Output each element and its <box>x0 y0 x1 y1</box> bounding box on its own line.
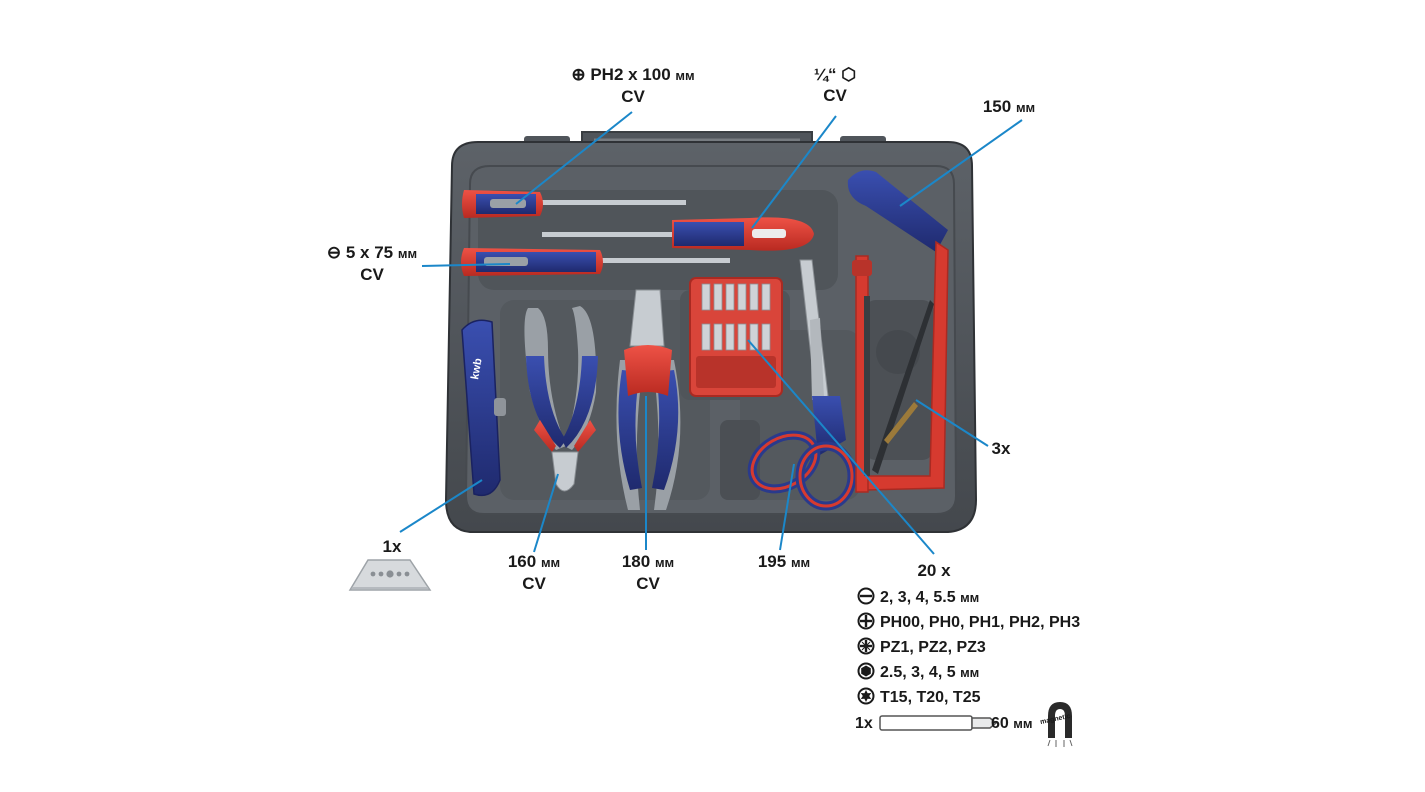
pliers180-material-text: CV <box>636 574 660 593</box>
bit-holder-length-text: 60 <box>991 715 1009 732</box>
callout-pliers-180: 180 мм CV <box>608 551 688 594</box>
bit-holder <box>879 715 998 731</box>
blades-count-text: 3x <box>991 439 1011 458</box>
saw-unit-text: мм <box>1015 100 1036 115</box>
pozidriv-icon <box>857 637 875 655</box>
slot-unit-text: мм <box>397 246 418 261</box>
bit-spec-phillips: PH00, PH0, PH1, PH2, PH3 <box>857 612 1080 633</box>
pliers160-material-text: CV <box>522 574 546 593</box>
screwdriver-hex <box>542 217 814 251</box>
ph2-unit-text: мм <box>675 68 695 83</box>
bit-spec-slotted-unit: мм <box>960 590 980 605</box>
torx-icon <box>857 687 875 705</box>
spare-knife-blade <box>348 559 432 591</box>
hex-material-text: CV <box>823 86 847 105</box>
callout-hex-screwdriver: ¼“ ⬡ CV <box>800 64 870 106</box>
bits-count-text: 20 x <box>917 561 951 580</box>
scissors <box>747 259 857 511</box>
bit-spec-phillips-text: PH00, PH0, PH1, PH2, PH3 <box>880 614 1081 631</box>
callout-bits: 20 x <box>904 560 964 581</box>
slot-size-text: 5 x 75 <box>345 243 394 262</box>
bit-box <box>689 277 783 397</box>
bit-holder-length: 60 мм <box>991 714 1032 734</box>
hex-size-text: ¼“ <box>813 65 837 84</box>
bit-holder-count: 1x <box>855 714 873 734</box>
callout-lines <box>399 111 1023 555</box>
slot-material-text: CV <box>360 265 384 284</box>
callout-hacksaw: 150 мм <box>974 96 1044 118</box>
pliers180-unit-text: мм <box>654 555 675 570</box>
bit-spec-slotted: 2, 3, 4, 5.5 мм <box>857 587 979 608</box>
svg-text:kwb: kwb <box>469 357 485 380</box>
ph2-material-text: CV <box>621 87 645 106</box>
callout-slotted-screwdriver: ⊖ 5 x 75 мм CV <box>316 242 428 285</box>
callout-knife-blade: 1x <box>372 536 412 557</box>
pliers180-length-text: 180 <box>621 552 651 571</box>
bit-spec-hex: 2.5, 3, 4, 5 мм <box>857 662 979 683</box>
bit-spec-torx: T15, T20, T25 <box>857 687 981 708</box>
hex-socket-icon <box>857 662 875 680</box>
bit-holder-count-text: 1x <box>855 715 873 732</box>
callout-saw-blades: 3x <box>984 438 1018 459</box>
bit-spec-hex-text: 2.5, 3, 4, 5 <box>880 664 956 681</box>
phillips-icon: ⊕ <box>571 65 586 84</box>
magnet-icon <box>1047 702 1073 747</box>
side-cutter-pliers <box>524 306 598 492</box>
pliers160-unit-text: мм <box>540 555 561 570</box>
bit-spec-pozidriv: PZ1, PZ2, PZ3 <box>857 637 986 658</box>
scissors-unit-text: мм <box>790 555 811 570</box>
screwdriver-phillips <box>462 190 686 218</box>
screwdriver-slotted <box>461 248 730 276</box>
callout-scissors: 195 мм <box>744 551 824 573</box>
scissors-length-text: 195 <box>757 552 787 571</box>
bit-spec-pozidriv-text: PZ1, PZ2, PZ3 <box>880 639 986 656</box>
bit-spec-hex-unit: мм <box>960 665 980 680</box>
bit-holder-unit-text: мм <box>1013 716 1033 731</box>
bit-spec-torx-text: T15, T20, T25 <box>880 689 981 706</box>
combination-pliers <box>616 289 681 510</box>
saw-length-text: 150 <box>982 97 1012 116</box>
callout-ph2-screwdriver: ⊕ PH2 x 100 мм CV <box>558 64 708 107</box>
knife-blade-count-text: 1x <box>382 537 402 556</box>
bit-spec-slotted-text: 2, 3, 4, 5.5 <box>880 589 956 606</box>
slotted-icon <box>857 587 875 605</box>
hacksaw <box>847 170 949 493</box>
utility-knife: kwb <box>461 319 506 497</box>
ph2-size-text: PH2 x 100 <box>590 65 671 84</box>
callout-pliers-160: 160 мм CV <box>494 551 574 594</box>
slotted-icon: ⊖ <box>326 243 342 262</box>
hexagon-icon: ⬡ <box>841 65 857 84</box>
pliers160-length-text: 160 <box>507 552 537 571</box>
phillips-icon <box>857 612 875 630</box>
